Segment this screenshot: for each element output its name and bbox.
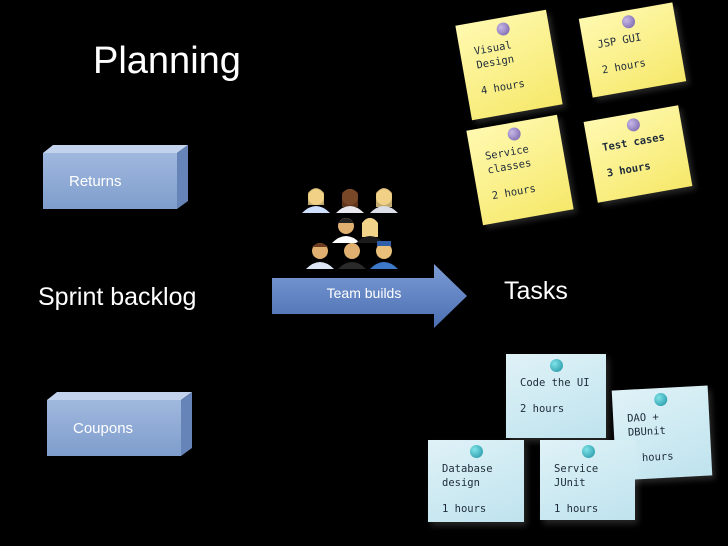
pushpin-icon [620, 14, 636, 30]
pushpin-icon [506, 126, 522, 142]
pushpin-icon [470, 445, 483, 458]
task-note-service-classes: Service classes 2 hours [466, 114, 574, 226]
pushpin-icon [581, 445, 595, 458]
backlog-item-coupons: Coupons [47, 392, 192, 457]
task-note-code-the-ui: Code the UI 2 hours [506, 354, 606, 438]
task-note-title: Service JUnit [554, 463, 599, 490]
pushpin-icon [653, 392, 668, 407]
team-builds-arrow [272, 264, 467, 328]
task-note-time: 2 hours [601, 57, 647, 77]
box-3d-shape [47, 392, 192, 456]
sprint-backlog-label: Sprint backlog [38, 283, 197, 311]
box-3d-shape [43, 145, 188, 209]
backlog-item-label: Coupons [47, 400, 181, 456]
task-note-time: 2 hours [491, 182, 537, 203]
task-note-time: 3 hours [605, 160, 652, 180]
task-note-time: 2 hours [520, 403, 565, 416]
person-icon [332, 218, 360, 243]
backlog-item-returns: Returns [43, 145, 188, 210]
person-icon [356, 218, 384, 243]
team-builds-label: Team builds [326, 285, 402, 301]
task-note-service-junit: Service JUnit 1 hours [540, 440, 635, 520]
person-icon [370, 188, 398, 213]
task-note-time: 1 hours [554, 503, 599, 516]
tasks-label: Tasks [504, 277, 568, 305]
person-icon [302, 188, 330, 213]
pushpin-icon [495, 21, 511, 37]
task-note-title: Visual Design [473, 39, 516, 72]
task-note-time: 4 hours [480, 77, 526, 98]
pushpin-icon [625, 117, 641, 133]
pushpin-icon [550, 359, 563, 372]
task-note-title: Database design [442, 463, 493, 490]
task-note-title: DAO + DBUnit [626, 411, 667, 439]
task-note-title: Code the UI [520, 377, 590, 389]
slide-title: Planning [93, 40, 241, 82]
person-icon [336, 189, 364, 213]
task-note-jsp-gui: JSP GUI 2 hours [578, 2, 687, 98]
task-note-database-design: Database design 1 hours [428, 440, 524, 522]
person-icon [370, 241, 398, 269]
task-note-test-cases: Test cases 3 hours [583, 105, 693, 203]
task-note-time: 1 hours [629, 450, 674, 466]
task-note-visual-design: Visual Design 4 hours [455, 9, 563, 121]
task-note-title: JSP GUI [596, 31, 643, 51]
team-people-icon [302, 188, 398, 269]
task-note-title: Test cases [601, 131, 666, 154]
person-icon [306, 243, 334, 269]
task-note-time: 1 hours [442, 503, 487, 516]
task-note-title: Service classes [484, 143, 533, 177]
backlog-item-label: Returns [43, 153, 177, 209]
person-icon [338, 243, 366, 269]
